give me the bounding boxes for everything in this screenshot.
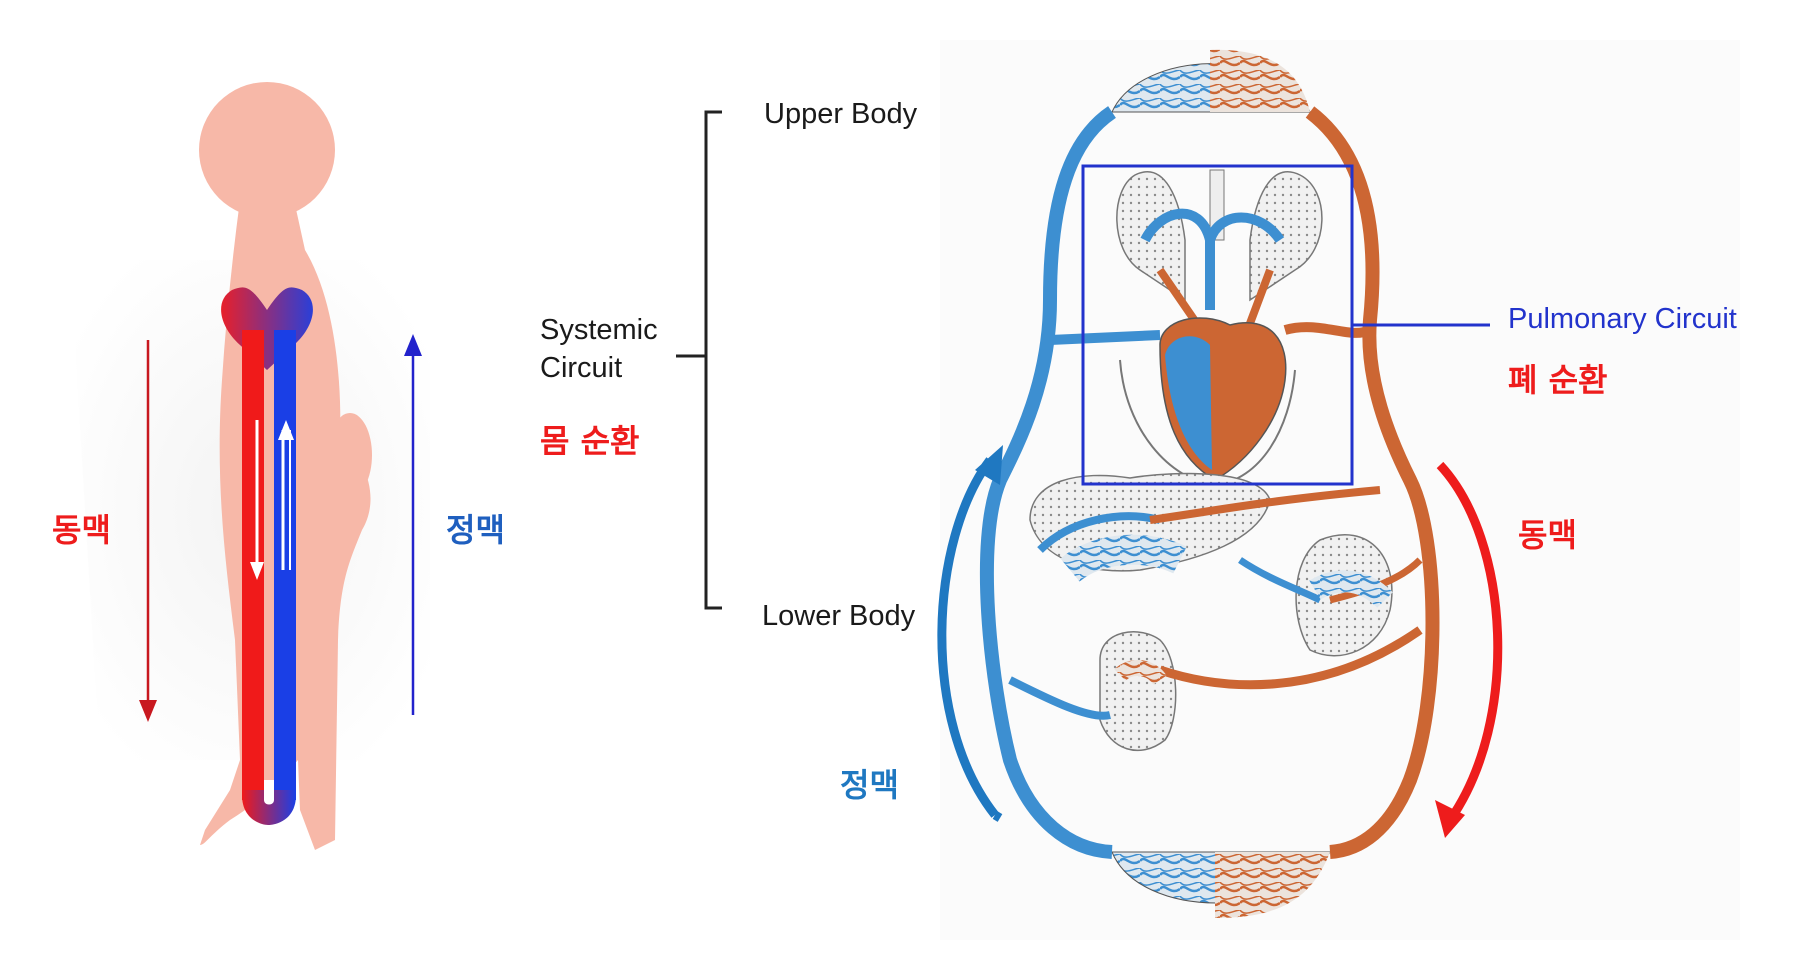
artery-arrowhead-icon bbox=[139, 700, 157, 722]
left-artery-label: 동맥 bbox=[52, 511, 111, 549]
body-head bbox=[199, 82, 335, 218]
pulmonary-circuit-label: Pulmonary Circuit bbox=[1508, 303, 1737, 335]
systemic-circuit-label-line2: Circuit bbox=[540, 352, 623, 384]
upper-body-label: Upper Body bbox=[764, 98, 918, 130]
artery-curved-arrowhead-icon bbox=[1435, 800, 1465, 838]
vein-arrowhead-icon bbox=[404, 334, 422, 356]
artery-curved-arrow bbox=[1436, 461, 1503, 823]
right-vein-label: 정맥 bbox=[840, 766, 899, 804]
vein-curved-arrowhead-icon bbox=[975, 445, 1003, 485]
tube-bottom-loop bbox=[242, 790, 296, 825]
heart-icon bbox=[221, 287, 313, 370]
systemic-circuit-label-line1: Systemic bbox=[540, 314, 658, 346]
systemic-circuit-korean: 몸 순환 bbox=[540, 422, 640, 460]
kidney-organ bbox=[1099, 631, 1177, 751]
body-hip bbox=[328, 413, 372, 497]
up-flow-arrow-icon bbox=[278, 420, 294, 440]
systemic-artery-main bbox=[1305, 106, 1440, 859]
vein-curved-arrow bbox=[937, 457, 999, 818]
left-vein-label: 정맥 bbox=[446, 511, 505, 549]
pulmonary-circuit-korean: 폐 순환 bbox=[1508, 361, 1608, 399]
right-artery-label: 동맥 bbox=[1518, 516, 1577, 554]
down-flow-arrow-icon bbox=[250, 562, 264, 580]
lower-body-label: Lower Body bbox=[762, 600, 916, 632]
